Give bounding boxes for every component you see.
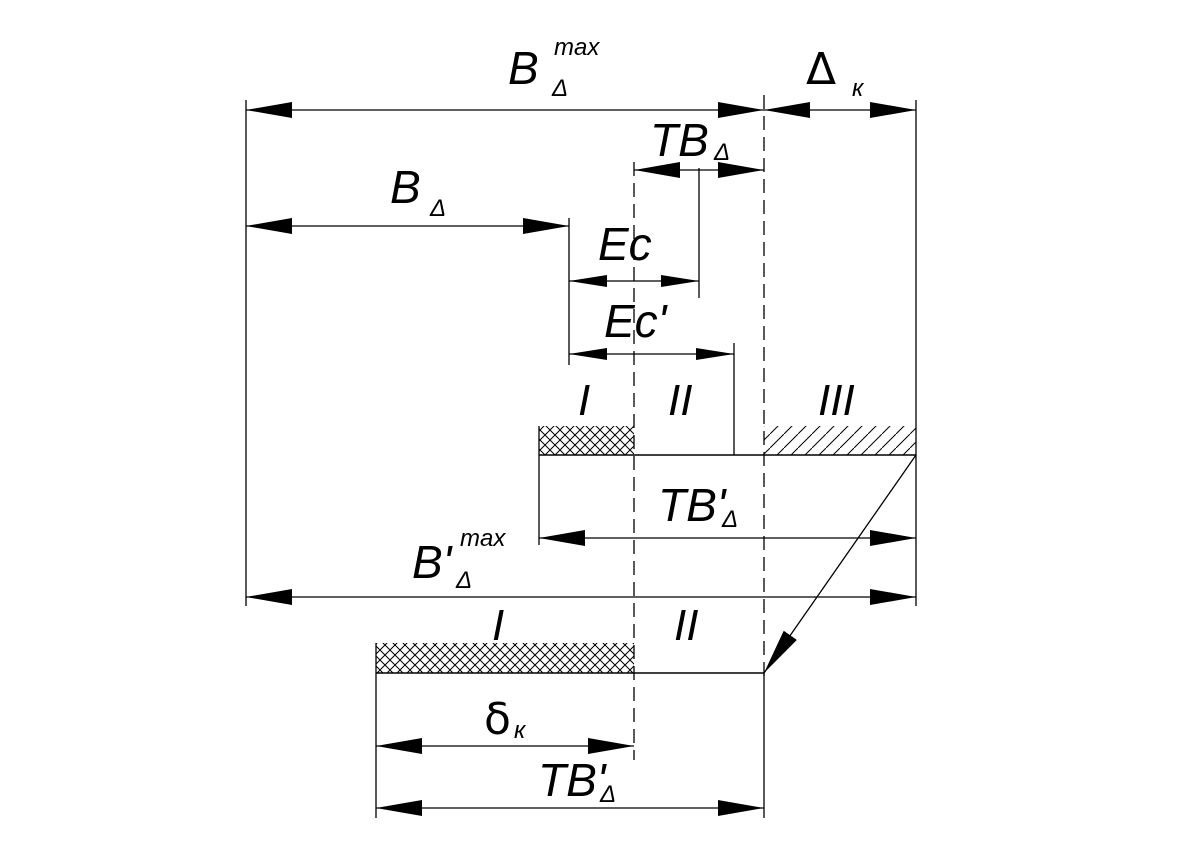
svg-text:к: к	[852, 75, 865, 102]
zone-label-ii-bottom: II	[674, 601, 698, 650]
zone-iii-top-hatch	[764, 426, 916, 455]
svg-text:к: к	[514, 717, 527, 744]
label-tb-delta-top: TB Δ	[650, 114, 730, 166]
label-delta-small-k: δ к	[484, 694, 527, 745]
zone-label-i-top: I	[578, 376, 590, 425]
svg-text:Δ: Δ	[551, 75, 568, 102]
svg-text:B: B	[390, 161, 421, 213]
label-b-delta-prime-max: B' max Δ	[412, 525, 506, 594]
label-tb-delta-prime-mid: TB' Δ	[658, 479, 738, 533]
svg-text:Δ: Δ	[806, 44, 836, 95]
label-ec-prime: Ec'	[604, 295, 669, 347]
zone-i-top-crosshatch	[539, 426, 634, 455]
svg-text:max: max	[460, 525, 506, 552]
svg-text:Δ: Δ	[455, 567, 472, 594]
label-b-delta-max: B max Δ	[508, 34, 600, 102]
svg-text:TB: TB	[650, 114, 709, 166]
svg-text:TB': TB'	[658, 479, 728, 531]
dashed-lines	[633, 95, 765, 760]
svg-text:B: B	[508, 42, 539, 94]
svg-text:Δ: Δ	[429, 195, 446, 222]
lower-band	[375, 643, 764, 674]
svg-text:B': B'	[412, 536, 454, 588]
extension-lines	[245, 100, 917, 818]
label-tb-delta-prime-bottom: TB' Δ	[538, 754, 616, 808]
svg-text:Δ: Δ	[713, 139, 730, 166]
label-b-delta: B Δ	[390, 161, 446, 222]
dimension-lines	[246, 102, 916, 816]
label-ec: Ec	[598, 218, 652, 270]
label-delta-k: Δ к	[806, 44, 865, 102]
zone-label-iii-top: III	[818, 376, 855, 425]
svg-text:TB': TB'	[538, 754, 608, 806]
svg-text:Δ: Δ	[599, 781, 616, 808]
transfer-arrow	[763, 454, 917, 674]
svg-text:Δ: Δ	[721, 506, 738, 533]
svg-text:δ: δ	[484, 694, 511, 745]
upper-band	[538, 426, 916, 456]
zone-i-bottom-crosshatch	[376, 643, 634, 673]
svg-text:max: max	[554, 34, 600, 61]
zone-label-i-bottom: I	[492, 601, 504, 650]
zone-label-ii-top: II	[668, 376, 692, 425]
